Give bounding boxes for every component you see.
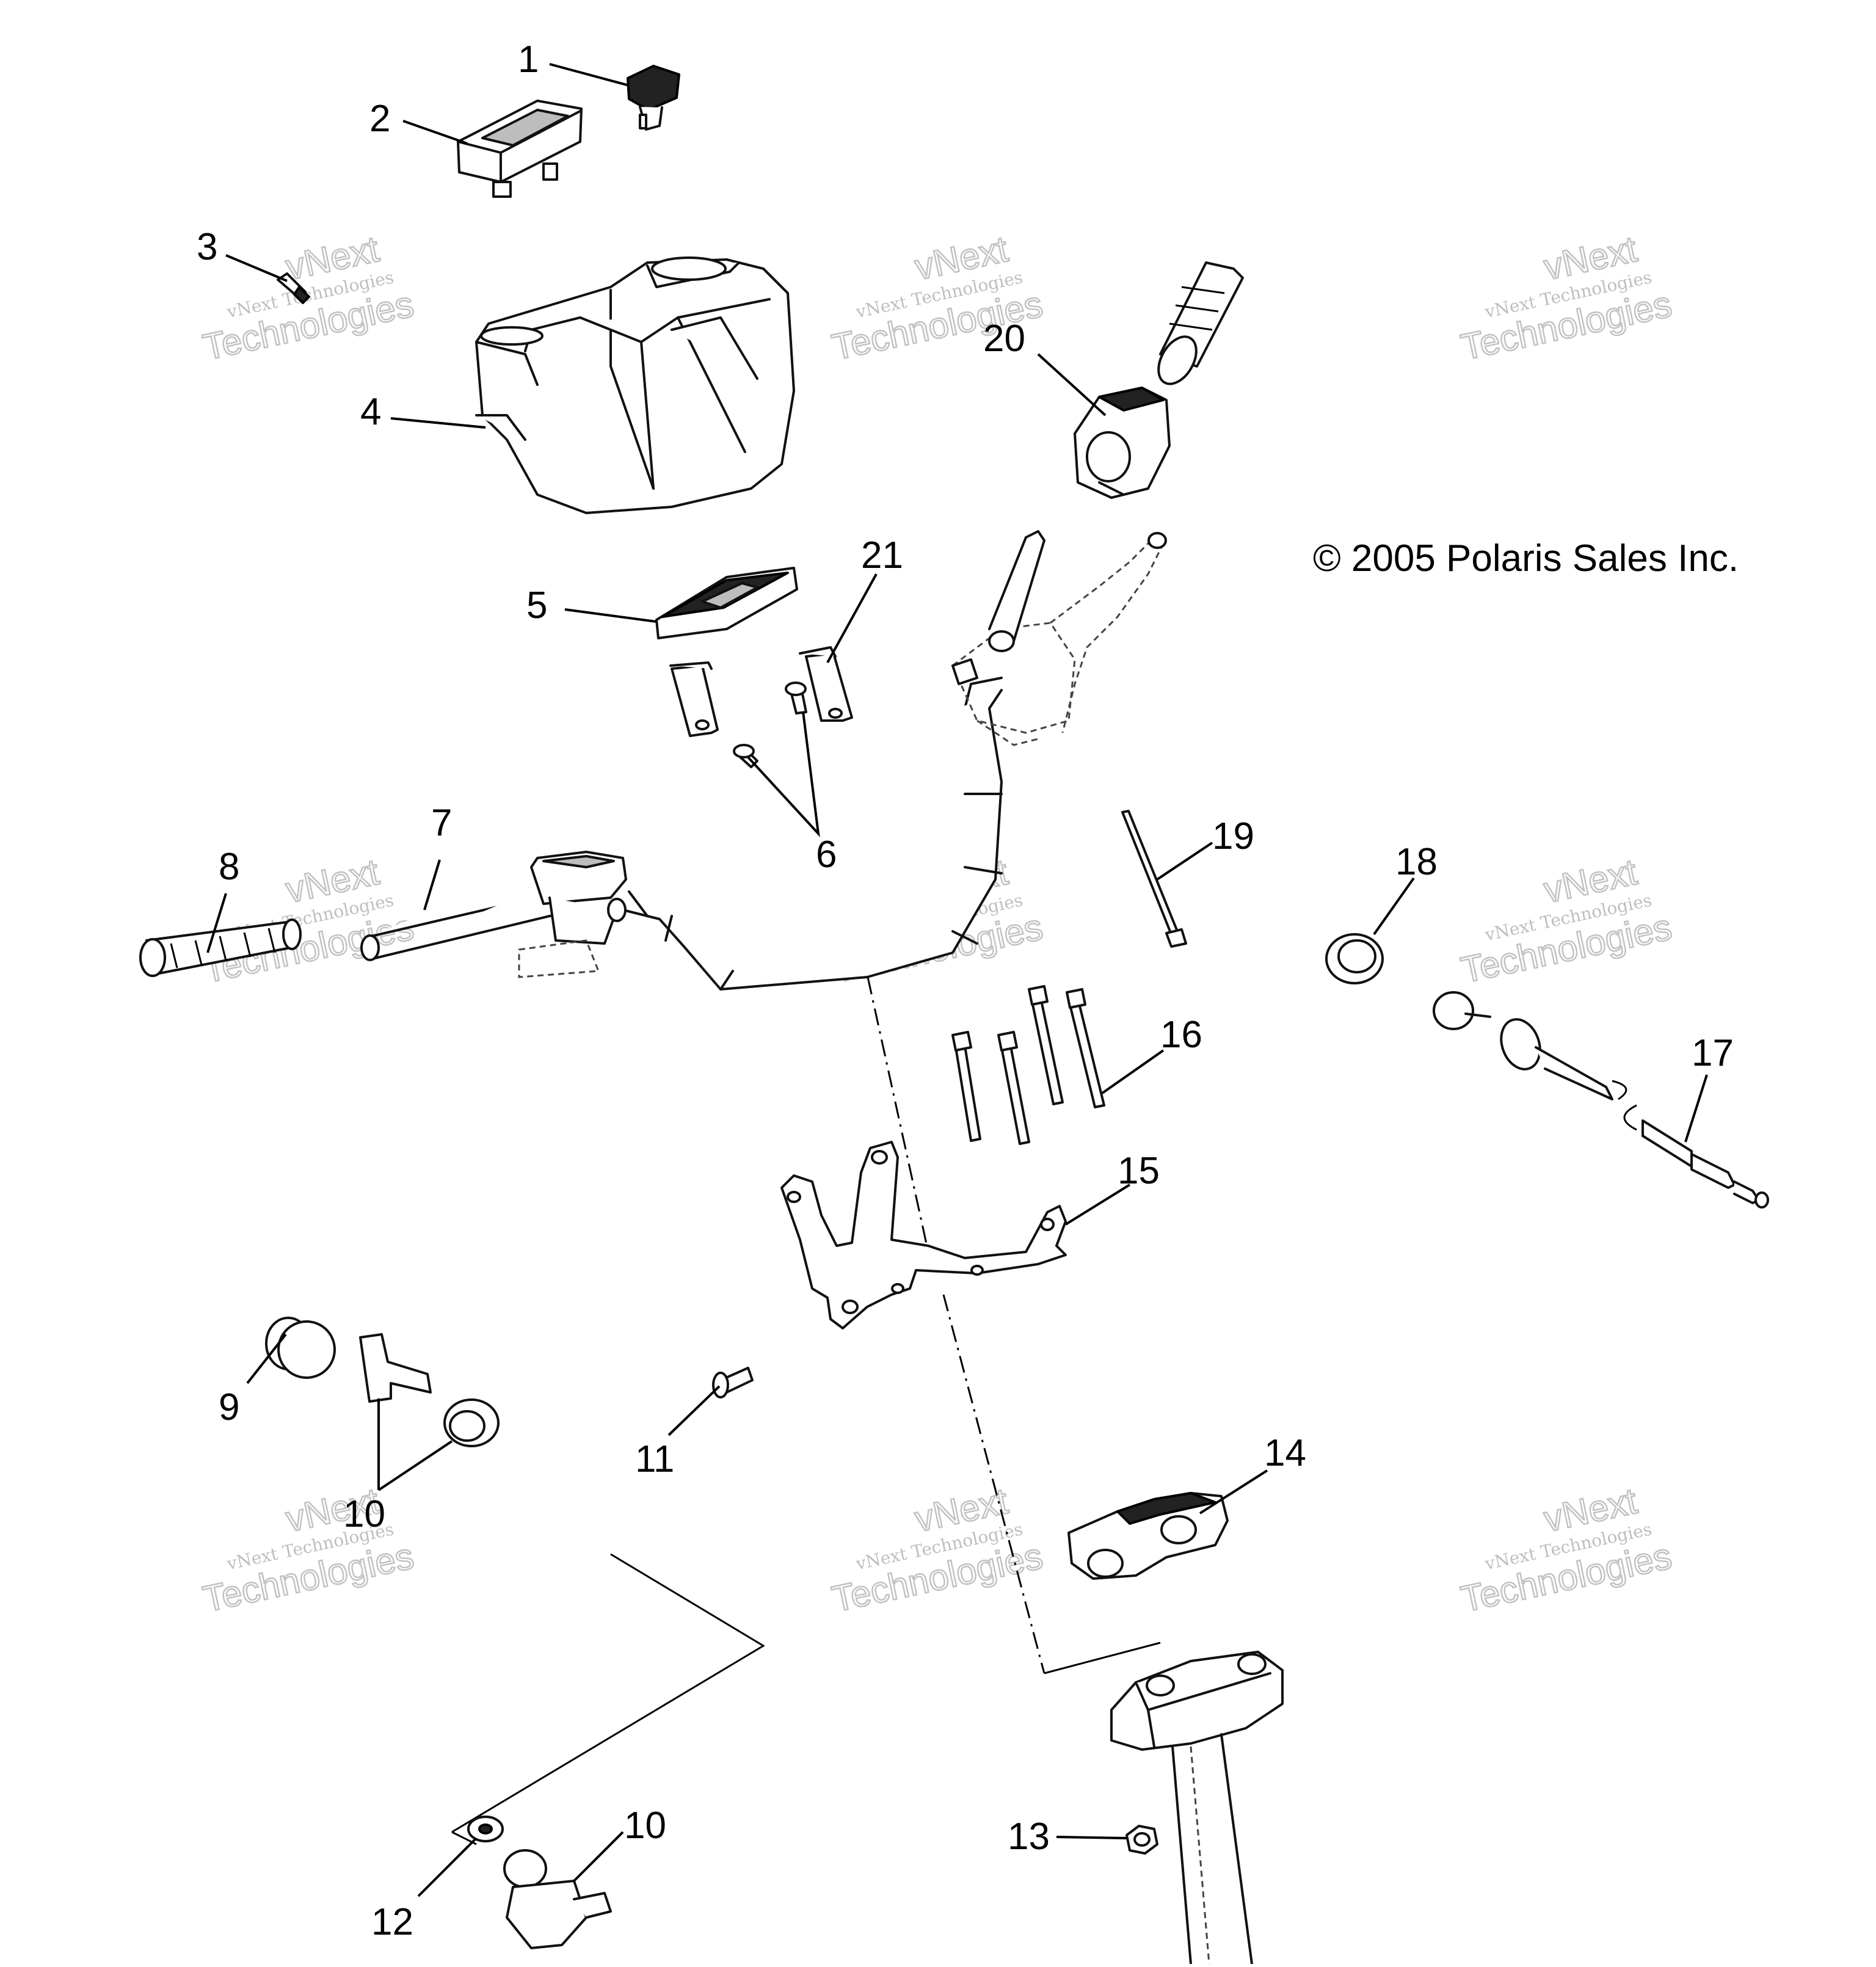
part-mount-straps <box>669 646 853 768</box>
callout-3: 3 <box>197 226 217 268</box>
part-headlight-pod <box>475 256 795 514</box>
part-long-bolt <box>1121 810 1187 948</box>
part-master-cylinder <box>518 851 627 978</box>
callout-9: 9 <box>219 1386 239 1428</box>
callout-11: 11 <box>635 1438 674 1480</box>
callout-17: 17 <box>1692 1032 1734 1074</box>
part-switch-block <box>655 567 798 639</box>
part-grip-right <box>1157 261 1244 385</box>
part-brake-lever <box>951 530 1167 746</box>
part-lower-bracket <box>780 1141 1067 1329</box>
callout-14: 14 <box>1264 1432 1306 1474</box>
callout-15: 15 <box>1118 1150 1160 1192</box>
callout-5: 5 <box>526 584 547 627</box>
callout-16: 16 <box>1160 1014 1202 1056</box>
part-handlebar <box>360 677 1003 991</box>
part-throttle-housing <box>1074 387 1171 499</box>
callouts: 1 2 3 4 5 6 7 8 9 10 10 11 12 13 14 15 1… <box>197 38 1734 1943</box>
callout-6: 6 <box>816 834 837 876</box>
part-rivet <box>712 1367 754 1398</box>
callout-10: 10 <box>343 1493 385 1535</box>
part-steering-post <box>1110 1651 1284 1965</box>
callout-8: 8 <box>219 846 239 888</box>
callout-12: 12 <box>371 1901 413 1943</box>
part-bar-clamp <box>1067 1492 1229 1580</box>
callout-21: 21 <box>861 534 903 576</box>
part-grommet <box>443 1398 500 1447</box>
callout-10-lower: 10 <box>624 1805 666 1847</box>
part-bolts-set <box>951 985 1105 1145</box>
watermark: vNext vNext Technologies Technologies <box>1456 228 1676 369</box>
callout-2: 2 <box>369 98 390 140</box>
part-nut <box>1325 933 1384 984</box>
part-choke-cable <box>1433 991 1769 1209</box>
part-washer <box>467 1816 504 1842</box>
part-plug <box>265 1317 336 1379</box>
watermark: vNext vNext Technologies Technologies <box>1456 851 1676 992</box>
part-hex-nut <box>1125 1825 1158 1855</box>
part-ignition-switch <box>503 1849 612 1949</box>
part-indicator-box <box>457 100 583 198</box>
callout-7: 7 <box>431 802 452 844</box>
part-key <box>359 1333 432 1403</box>
callout-4: 4 <box>360 391 381 433</box>
copyright-text: © 2005 Polaris Sales Inc. <box>1313 537 1739 580</box>
callout-18: 18 <box>1395 841 1438 883</box>
assembly-lines <box>451 946 1161 1845</box>
callout-13: 13 <box>1008 1816 1050 1858</box>
watermark: vNext vNext Technologies Technologies <box>1456 1480 1676 1621</box>
callout-1: 1 <box>518 38 539 81</box>
callout-20: 20 <box>983 318 1025 360</box>
part-switch <box>627 65 680 131</box>
callout-19: 19 <box>1212 815 1254 857</box>
leader-lines <box>206 63 1708 1897</box>
part-grip-left <box>139 918 302 977</box>
